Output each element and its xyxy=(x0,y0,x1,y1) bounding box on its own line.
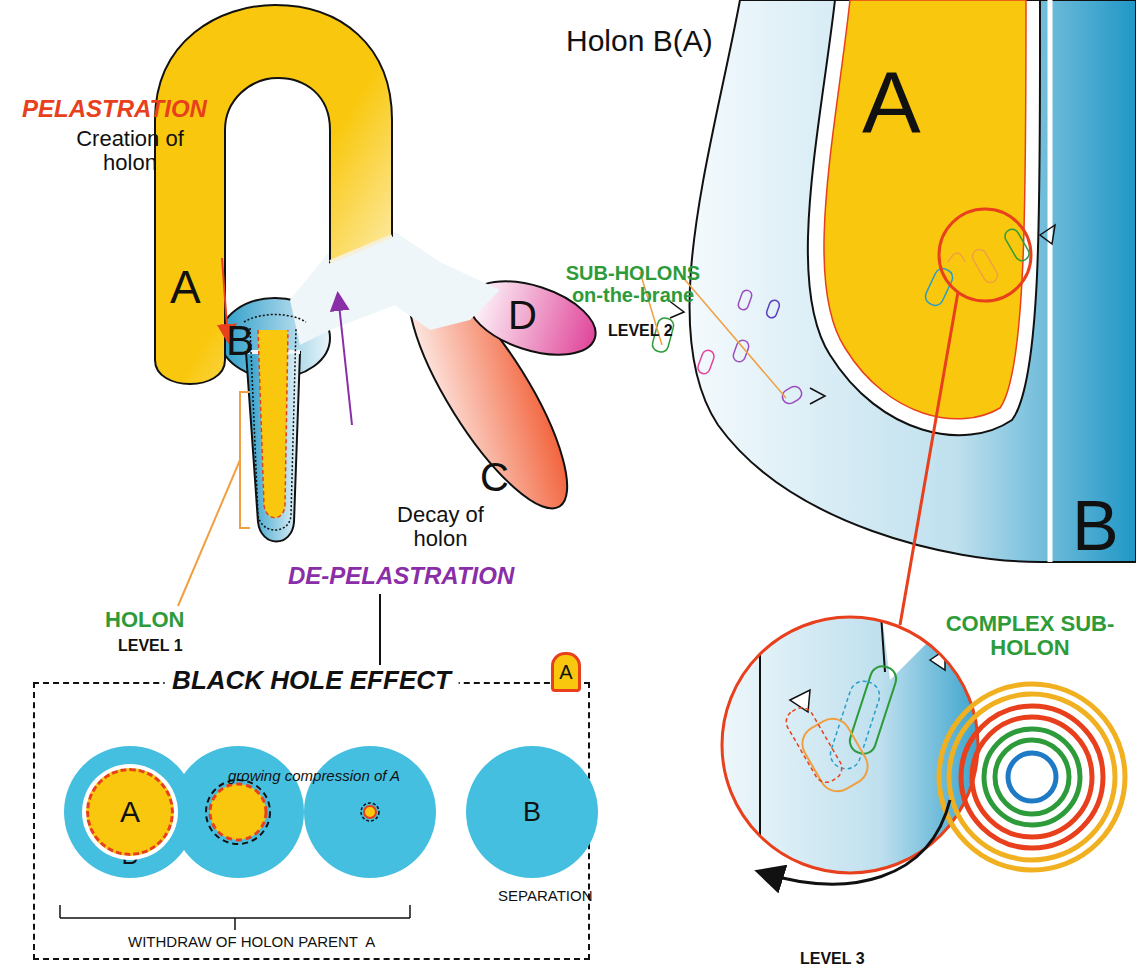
level-title: HOLON xyxy=(105,608,184,632)
panel-title: Holon B(A) xyxy=(566,24,713,57)
level-title: SUB-HOLONS on-the-brane xyxy=(548,262,718,306)
holon-circle: BA xyxy=(64,746,196,878)
level-title: COMPLEX SUB-HOLON xyxy=(935,612,1125,660)
node-text: B xyxy=(466,797,598,828)
part-name: D xyxy=(508,293,537,337)
part-name: B xyxy=(1072,488,1119,565)
level-label: LEVEL 2 xyxy=(608,322,673,340)
caption-note: WITHDRAW OF HOLON PARENT A xyxy=(128,934,375,951)
part-name: A xyxy=(170,262,201,313)
node-text: BLACK HOLE EFFECT xyxy=(164,665,459,696)
parent-circle: A xyxy=(86,768,174,856)
part-name: C xyxy=(480,455,509,499)
caption-note: SEPARATION xyxy=(498,888,592,905)
note: Creation of holon xyxy=(70,127,190,175)
separated-circle: B xyxy=(466,746,598,878)
note: Decay of holon xyxy=(378,503,503,551)
part-name: A xyxy=(862,55,921,152)
released-parent: A xyxy=(551,652,581,692)
caption-note: growing compression of A xyxy=(228,768,400,785)
level-label: LEVEL 3 xyxy=(800,950,865,968)
process-label: DE-PELASTRATION xyxy=(288,563,514,589)
node-text: A xyxy=(554,661,578,684)
node-text: A xyxy=(89,795,171,829)
level-label: LEVEL 1 xyxy=(118,637,183,655)
black-hole-frame: BLACK HOLE EFFECTBAB xyxy=(33,682,590,960)
process-label: PELASTRATION xyxy=(22,96,207,122)
part-name: B xyxy=(226,318,254,364)
